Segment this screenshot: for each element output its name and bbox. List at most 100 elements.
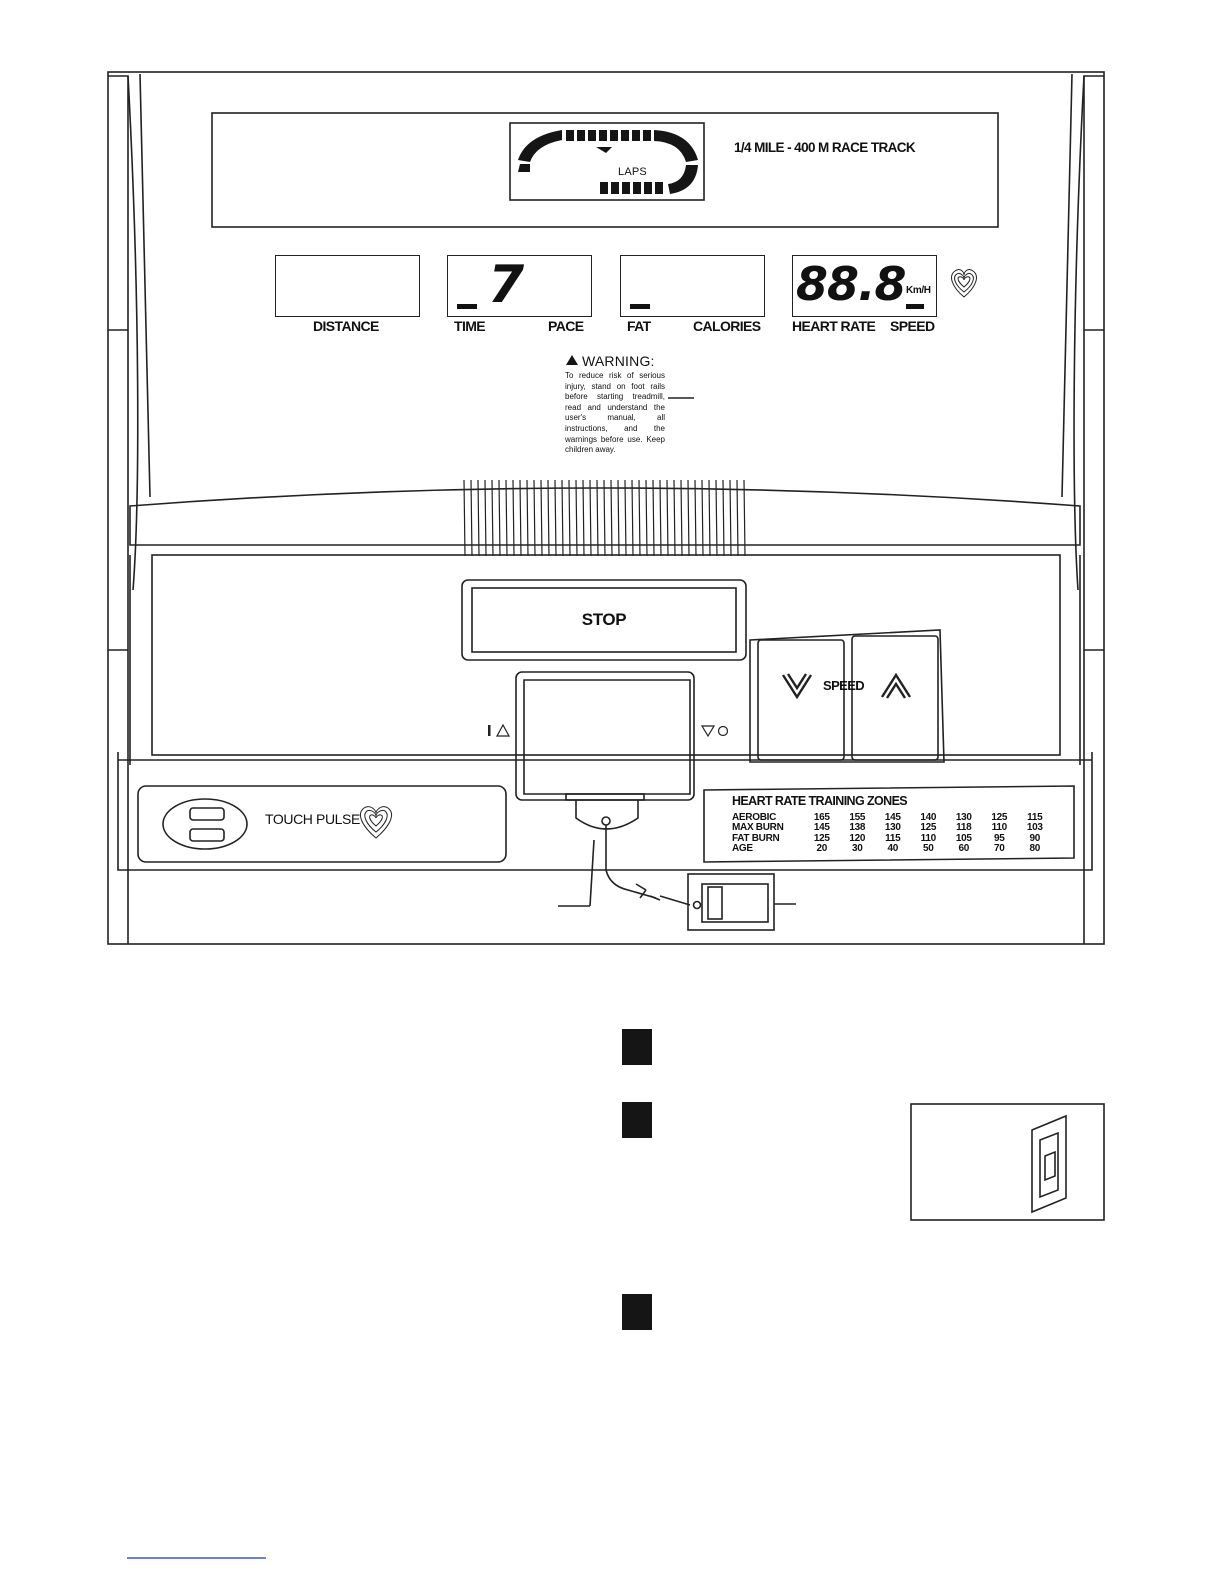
zone-value: 40	[887, 842, 899, 854]
vent-slot	[477, 479, 480, 557]
speed-display-label: SPEED	[890, 318, 935, 334]
vent-slot	[491, 479, 494, 557]
zone-value: 115	[1027, 812, 1043, 823]
track-panel	[211, 112, 999, 228]
vent-slot	[519, 479, 522, 557]
zone-value: 103	[1026, 822, 1043, 834]
vent-slot	[484, 479, 487, 557]
vent-slot	[512, 479, 515, 557]
heart-rate-label: HEART RATE	[792, 318, 876, 334]
laps-label: LAPS	[618, 166, 647, 178]
step-badge-3	[622, 1294, 652, 1330]
power-switch-icon[interactable]	[702, 884, 768, 922]
zone-value: 115	[885, 832, 901, 844]
safety-key-slot[interactable]	[516, 672, 694, 800]
chevron-up-icon	[880, 672, 912, 699]
vent-slot	[533, 479, 536, 557]
vent-slot	[652, 479, 655, 557]
vent-slot	[596, 479, 599, 557]
vent-slot	[680, 479, 683, 557]
zone-value: 165	[813, 812, 830, 823]
zone-name: MAX BURN	[732, 822, 784, 834]
fat-label: FAT	[627, 318, 651, 334]
heart-rate-speed-display: 88.8 Km/H	[792, 255, 937, 317]
vent-slot	[736, 479, 739, 557]
calories-label: CALORIES	[693, 318, 761, 334]
vent-slot	[498, 479, 501, 557]
touch-pulse-label: TOUCH PULSE	[265, 811, 360, 827]
zone-value: 118	[956, 822, 972, 834]
zone-name: FAT BURN	[732, 832, 780, 844]
vent-slot	[708, 479, 711, 557]
zones-title: HEART RATE TRAINING ZONES	[732, 794, 908, 808]
chevron-down-icon	[781, 673, 813, 700]
stop-label: STOP	[581, 610, 627, 629]
zone-value: 110	[920, 832, 937, 844]
vent-slot	[694, 479, 697, 557]
time-label: TIME	[454, 318, 486, 334]
vent-slot	[589, 479, 592, 557]
zone-value: 125	[920, 822, 937, 834]
vent-slot	[715, 479, 718, 557]
zone-value: 140	[920, 812, 937, 823]
heart-icon	[360, 806, 392, 839]
vent-slot	[610, 479, 613, 557]
zone-name: AEROBIC	[732, 812, 777, 823]
fat-calories-display	[620, 255, 765, 317]
speed-digits: 88.8	[796, 257, 906, 311]
vent-slot	[645, 479, 648, 557]
vent-slot	[526, 479, 529, 557]
vent-slot	[701, 479, 704, 557]
time-pace-display: 7	[447, 255, 592, 317]
heart-icon	[951, 269, 977, 298]
zone-value: 105	[955, 832, 972, 844]
vent-slot	[666, 479, 669, 557]
vent-slot	[568, 479, 571, 557]
vent-slot	[470, 479, 473, 557]
zone-value: 50	[922, 842, 934, 854]
race-track-label: 1/4 MILE - 400 M RACE TRACK	[734, 140, 916, 155]
step-badge-2	[622, 1102, 652, 1138]
stop-button[interactable]: STOP	[472, 588, 736, 652]
distance-display	[275, 255, 420, 317]
console-frame	[107, 71, 1105, 945]
zone-value: 155	[849, 812, 866, 823]
step-badge-1	[622, 1029, 652, 1065]
vent-slot	[673, 479, 676, 557]
vent-slot	[561, 479, 564, 557]
vent-slot	[540, 479, 543, 557]
vent-slot	[624, 479, 627, 557]
zone-value: 125	[813, 832, 830, 844]
zone-value: 120	[849, 832, 866, 844]
warning-title: WARNING:	[582, 353, 655, 369]
vent-slot	[603, 479, 606, 557]
pace-label: PACE	[548, 318, 584, 334]
vent-slot	[554, 479, 557, 557]
vent-slot	[659, 479, 662, 557]
wall-outlet-inset	[911, 1104, 1104, 1220]
heart-rate-zones-table: HEART RATE TRAINING ZONES AEROBIC 165 155 1…	[732, 794, 1053, 854]
vent-slot	[505, 479, 508, 557]
speed-down-button[interactable]	[758, 640, 844, 760]
speed-unit: Km/H	[906, 285, 931, 296]
vent-slot	[631, 479, 634, 557]
speed-up-button[interactable]	[852, 636, 938, 760]
zone-value: 60	[958, 842, 970, 854]
zone-value: 125	[991, 812, 1008, 823]
zone-value: 20	[816, 842, 828, 854]
speed-button-label: SPEED	[823, 678, 865, 693]
pulse-sensor[interactable]	[186, 804, 228, 846]
vent-slot	[638, 479, 641, 557]
zone-name: AGE	[732, 842, 753, 854]
warning-block: WARNING: To reduce risk of serious injur…	[565, 353, 665, 456]
vent-slot	[722, 479, 725, 557]
distance-label: DISTANCE	[313, 318, 379, 334]
vent-slot	[687, 479, 690, 557]
zone-value: 145	[813, 822, 830, 834]
warning-body: To reduce risk of serious injury, stand …	[565, 371, 665, 455]
